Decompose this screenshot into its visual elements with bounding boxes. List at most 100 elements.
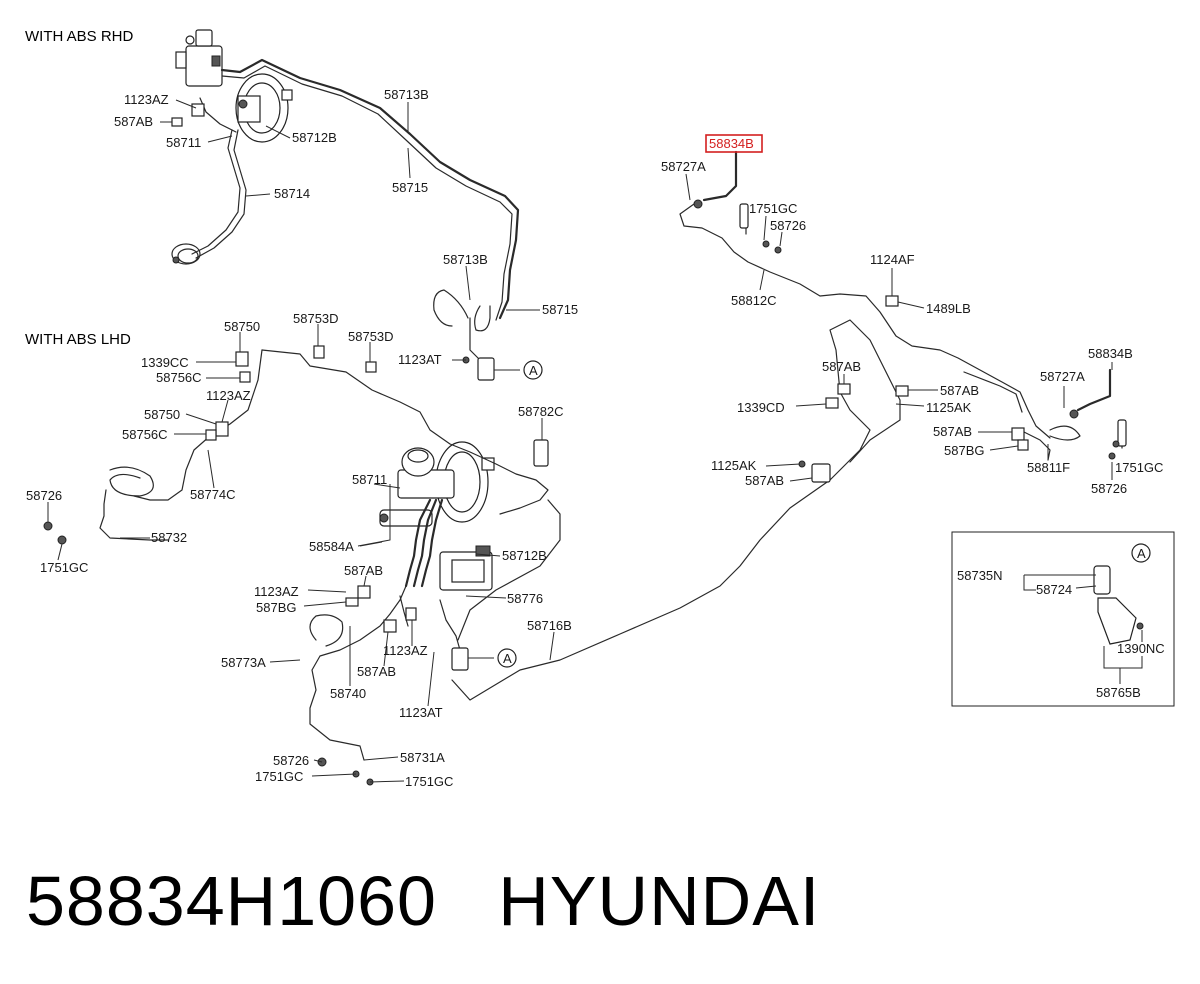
rear-clip-587ab bbox=[895, 385, 909, 397]
label-587ab: 587AB bbox=[344, 563, 383, 578]
rear-fitting-58727a bbox=[693, 199, 703, 209]
rhd-assembly: A 1123AZ 587AB 58711 58712B 58713B 58715… bbox=[114, 29, 578, 381]
brake-line-parts-diagram: WITH ABS RHD WITH ABS LHD bbox=[25, 28, 1175, 789]
rear-clip-1339cd bbox=[825, 397, 839, 409]
rhd-abs-module bbox=[175, 29, 223, 87]
label-58715: 58715 bbox=[542, 302, 578, 317]
label-1124af: 1124AF bbox=[870, 252, 915, 267]
inset-bracket-58765b bbox=[1097, 597, 1137, 645]
label-1751gc: 1751GC bbox=[40, 560, 88, 575]
rhd-pipes bbox=[191, 58, 520, 363]
label-58726: 58726 bbox=[26, 488, 62, 503]
label-58765b: 58765B bbox=[1096, 685, 1141, 700]
label-1751gc: 1751GC bbox=[405, 774, 453, 789]
label-58776: 58776 bbox=[507, 591, 543, 606]
label-58711: 58711 bbox=[166, 135, 201, 150]
rear-clip-587ab bbox=[1011, 427, 1025, 441]
label-58731a: 58731A bbox=[400, 750, 445, 765]
label-58750: 58750 bbox=[224, 319, 260, 334]
label-58726: 58726 bbox=[770, 218, 806, 233]
label-587bg: 587BG bbox=[944, 443, 984, 458]
label-1751gc: 1751GC bbox=[749, 201, 797, 216]
lhd-clip-58750 bbox=[235, 351, 249, 367]
label-58750: 58750 bbox=[144, 407, 180, 422]
lhd-fitting-1751gc bbox=[57, 535, 67, 545]
lhd-clip-58753d bbox=[313, 345, 325, 359]
rhd-bracket-1123at: A bbox=[462, 356, 543, 381]
label-58753d: 58753D bbox=[293, 311, 339, 326]
detail-inset-a: A 58735N 58724 1390NC 58765B bbox=[951, 531, 1175, 707]
lhd-bracket-1123at: A bbox=[451, 647, 517, 671]
label-58713b: 58713B bbox=[443, 252, 488, 267]
label-1751gc: 1751GC bbox=[1115, 460, 1163, 475]
label-58782c: 58782C bbox=[518, 404, 564, 419]
label-1125ak: 1125AK bbox=[711, 458, 757, 473]
label-587ab: 587AB bbox=[822, 359, 861, 374]
lhd-brake-booster bbox=[379, 441, 495, 527]
label-1123az: 1123AZ bbox=[254, 584, 299, 599]
rhd-clip-1123az bbox=[191, 103, 205, 117]
rear-clip-587bg bbox=[1017, 439, 1029, 451]
rear-bracket-1125ak bbox=[798, 460, 831, 483]
label-58735n: 58735N bbox=[957, 568, 1003, 583]
label-58834b-highlighted: 58834B bbox=[709, 136, 754, 151]
rear-fitting-1751gc bbox=[762, 240, 770, 248]
rear-fitting-58726 bbox=[774, 246, 782, 254]
lhd-clip-587ab bbox=[357, 585, 371, 599]
rear-pipes bbox=[679, 150, 1123, 461]
label-1390nc: 1390NC bbox=[1117, 641, 1165, 656]
label-1123az: 1123AZ bbox=[383, 643, 428, 658]
label-58834b: 58834B bbox=[1088, 346, 1133, 361]
label-587ab: 587AB bbox=[933, 424, 972, 439]
label-1123az: 1123AZ bbox=[124, 92, 169, 107]
rhd-hose-coil bbox=[171, 243, 201, 265]
inset-sensor-58724 bbox=[1093, 565, 1111, 595]
label-58711: 58711 bbox=[352, 472, 387, 487]
part-caption: 58834H1060 HYUNDAI bbox=[26, 856, 820, 946]
rear-fitting-58726 bbox=[1108, 452, 1116, 460]
lhd-clip-587ab bbox=[383, 619, 397, 633]
section-title-lhd: WITH ABS LHD bbox=[25, 331, 131, 348]
label-1123at: 1123AT bbox=[398, 352, 442, 367]
label-58727a: 58727A bbox=[661, 159, 706, 174]
rear-hose-58834b bbox=[739, 203, 749, 229]
label-58740: 58740 bbox=[330, 686, 366, 701]
lhd-clip-58756c bbox=[205, 429, 217, 441]
rear-hose-58834b bbox=[1117, 419, 1127, 447]
label-58726: 58726 bbox=[273, 753, 309, 768]
label-1751gc: 1751GC bbox=[255, 769, 303, 784]
section-title-rhd: WITH ABS RHD bbox=[25, 28, 134, 45]
label-58773a: 58773A bbox=[221, 655, 266, 670]
rear-assembly: 58834B 58727A 1751GC 58726 58812C 1124AF… bbox=[661, 134, 1163, 496]
label-58712b: 58712B bbox=[502, 548, 547, 563]
label-58714: 58714 bbox=[274, 186, 310, 201]
caption-part-number: 58834H1060 bbox=[26, 862, 437, 940]
label-58726: 58726 bbox=[1091, 481, 1127, 496]
rhd-callout-a: A bbox=[529, 363, 538, 378]
rear-clip-1124af bbox=[885, 295, 899, 307]
label-1339cc: 1339CC bbox=[141, 355, 189, 370]
label-58812c: 58812C bbox=[731, 293, 777, 308]
label-58713b: 58713B bbox=[384, 87, 429, 102]
label-58756c: 58756C bbox=[156, 370, 202, 385]
inset-callout-a: A bbox=[1137, 546, 1146, 561]
rhd-brake-booster bbox=[235, 73, 293, 143]
label-587ab: 587AB bbox=[114, 114, 153, 129]
label-58715: 58715 bbox=[392, 180, 428, 195]
label-587ab: 587AB bbox=[745, 473, 784, 488]
label-587ab: 587AB bbox=[357, 664, 396, 679]
highlight-box bbox=[705, 134, 763, 153]
label-1125ak: 1125AK bbox=[926, 400, 972, 415]
rear-clip-587ab bbox=[837, 383, 851, 395]
label-587ab: 587AB bbox=[940, 383, 979, 398]
lhd-block-58782c bbox=[533, 439, 549, 467]
lhd-clip-58753d bbox=[365, 361, 377, 373]
caption-brand: HYUNDAI bbox=[498, 862, 821, 940]
label-58584a: 58584A bbox=[309, 539, 354, 554]
label-1123at: 1123AT bbox=[399, 705, 443, 720]
lhd-pipes bbox=[99, 319, 901, 761]
label-58732: 58732 bbox=[151, 530, 187, 545]
lhd-callout-a: A bbox=[503, 651, 512, 666]
lhd-fitting-58726 bbox=[43, 521, 53, 531]
label-587bg: 587BG bbox=[256, 600, 296, 615]
